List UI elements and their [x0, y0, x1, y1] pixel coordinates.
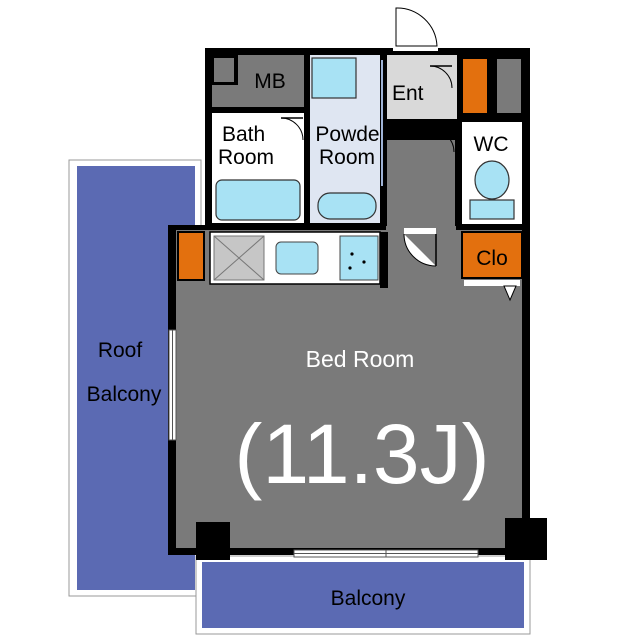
hallway-floor — [387, 140, 455, 230]
stove-icon — [339, 235, 379, 281]
powder-label-line1: Powder — [315, 123, 386, 146]
closet-door-icon — [503, 285, 517, 302]
clo-room — [461, 231, 523, 279]
pipe-shaft — [495, 57, 523, 115]
sink-icon — [275, 241, 319, 275]
door-swing-icon — [395, 7, 438, 47]
roof-balcony-label-line1: Roof — [98, 339, 143, 362]
kitchen-partition — [380, 232, 388, 288]
bath-label-line1: Bath — [222, 123, 265, 146]
toilet-icon — [474, 160, 510, 200]
sink-icon — [317, 192, 377, 220]
bedroom-label: Bed Room — [306, 346, 415, 372]
column-right — [505, 518, 547, 560]
mb-label: MB — [254, 70, 286, 93]
ent-label: Ent — [392, 82, 424, 105]
clo-label: Clo — [476, 247, 508, 270]
bath-label-line2: Room — [218, 146, 274, 169]
roof-balcony-label-line2: Balcony — [87, 383, 162, 406]
balcony-floor — [202, 562, 524, 628]
wc-label: WC — [474, 133, 509, 156]
washer-icon — [311, 57, 357, 99]
balcony-label: Balcony — [331, 587, 406, 610]
bathtub-icon — [215, 179, 301, 221]
powder-label-line2: Room — [319, 146, 375, 169]
column-left — [196, 522, 230, 560]
toilet-tank-icon — [469, 199, 515, 220]
shoe-closet — [461, 57, 489, 115]
bedroom-size-label: (11.3J) — [234, 407, 489, 501]
kitchen-closet — [177, 231, 205, 281]
door-swing-icon — [403, 233, 437, 267]
